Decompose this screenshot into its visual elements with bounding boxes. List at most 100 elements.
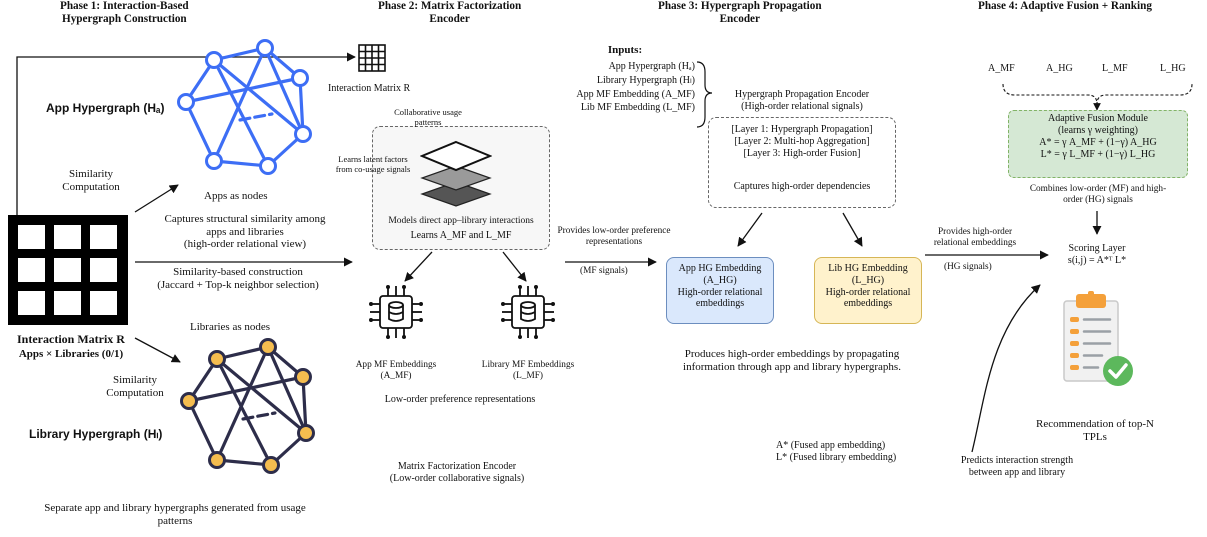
- inputs-list: App Hypergraph (Hₐ) Library Hypergraph (…: [555, 60, 695, 115]
- lib-mf-label: Library MF Embeddings (L_MF): [470, 360, 586, 381]
- produces-line-1: Produces high-order embeddings by propag…: [684, 348, 900, 360]
- arrow-to-lib-hypergraph: [134, 337, 181, 363]
- layers-list: [Layer 1: Hypergraph Propagation] [Layer…: [708, 124, 896, 161]
- separate-hypergraphs-label: Separate app and library hypergraphs gen…: [10, 502, 340, 527]
- fusion-eq-line: A* = γ A_MF + (1−γ) A_HG: [1039, 137, 1157, 148]
- separate-line-2: patterns: [157, 514, 193, 527]
- predicts-label: Predicts interaction strength between ap…: [942, 455, 1092, 478]
- collab-patterns-label: Collaborative usage patterns: [378, 107, 478, 128]
- phase-1-heading: Phase 1: Interaction-Based Hypergraph Co…: [60, 0, 189, 26]
- phase-3-heading: Phase 3: Hypergraph Propagation Encoder: [658, 0, 822, 26]
- layer-item: [Layer 2: Multi-hop Aggregation]: [734, 136, 870, 148]
- lib-hg-line: High-order relational: [825, 286, 911, 298]
- arrow-to-lib-hg: [842, 212, 863, 247]
- phase-3-line-2: Encoder: [719, 12, 760, 25]
- lib-mf-database-chip-icon: [501, 285, 555, 339]
- inputs-title: Inputs:: [607, 44, 643, 56]
- input-item: App Hypergraph (Hₐ): [608, 61, 695, 72]
- lib-hg-embedding-box: [814, 257, 922, 324]
- similarity-bottom-line-2: Computation: [106, 386, 164, 399]
- matrix-title: Interaction Matrix R: [17, 332, 125, 346]
- latent-line-1: Learns latent factors: [338, 154, 408, 164]
- scoring-layer-label: Scoring Layer s(i,j) = A*ᵀ L*: [1042, 243, 1152, 266]
- phase-1-line-1: Phase 1: Interaction-Based: [60, 0, 189, 12]
- arrow-to-app-hg: [737, 212, 763, 247]
- captures-line-3: (high-order relational view): [183, 238, 307, 251]
- predicts-line-1: Predicts interaction strength: [960, 455, 1074, 466]
- app-mf-label: App MF Embeddings (A_MF): [350, 360, 442, 381]
- hg-encoder-title: Hypergraph Propagation Encoder (High-ord…: [712, 89, 892, 112]
- similarity-construction-label: Similarity-based construction (Jaccard +…: [128, 266, 348, 291]
- app-hg-line: App HG Embedding: [678, 263, 762, 274]
- scoring-line-2: s(i,j) = A*ᵀ L*: [1067, 254, 1127, 266]
- arrow-to-lib-mf: [502, 251, 527, 282]
- layer-item: [Layer 3: High-order Fusion]: [743, 148, 861, 160]
- clipboard-check-icon: [1063, 291, 1133, 386]
- phase-4-heading: Phase 4: Adaptive Fusion + Ranking: [978, 0, 1152, 12]
- lib-hg-line: Lib HG Embedding: [828, 263, 908, 274]
- provides-high-line-2: relational embeddings: [933, 237, 1017, 248]
- lib-hg-line: embeddings: [843, 298, 893, 310]
- lib-mf-line-2: (L_MF): [513, 370, 543, 381]
- recommendation-line-2: TPLs: [1083, 430, 1107, 443]
- app-mf-line-2: (A_MF): [380, 370, 412, 381]
- provides-high-label: Provides high-order relational embedding…: [920, 227, 1030, 248]
- latent-line-2: from co-usage signals: [335, 163, 411, 174]
- recommendation-line-1: Recommendation of top-N: [1036, 418, 1154, 430]
- layer-item: [Layer 1: Hypergraph Propagation]: [731, 124, 873, 135]
- fusion-title-line: Adaptive Fusion Module: [1048, 113, 1148, 124]
- collab-line-1: Collaborative usage: [394, 107, 462, 117]
- interaction-matrix-grid-icon: [8, 215, 128, 325]
- combines-line-2: order (HG) signals: [1063, 194, 1133, 205]
- captures-structural-label: Captures structural similarity among app…: [130, 213, 360, 251]
- mf-caption-line-1: Matrix Factorization Encoder: [397, 461, 517, 472]
- input-item: App MF Embedding (A_MF): [576, 88, 695, 100]
- app-mf-database-chip-icon: [369, 285, 423, 339]
- app-hg-embedding-text: App HG Embedding (A_HG) High-order relat…: [666, 263, 774, 310]
- phase-2-heading: Phase 2: Matrix Factorization Encoder: [378, 0, 521, 26]
- scoring-line-1: Scoring Layer: [1068, 243, 1126, 254]
- hg-encoder-line-1: Hypergraph Propagation Encoder: [734, 89, 870, 100]
- hg-encoder-line-2: (High-order relational signals): [741, 100, 863, 112]
- input-item: Library Hypergraph (Hₗ): [596, 74, 695, 86]
- similarity-bottom-line-1: Similarity: [113, 374, 157, 386]
- provides-low-order-label: Provides low-order preference representa…: [552, 226, 676, 247]
- fused-label: A* (Fused app embedding) L* (Fused libra…: [776, 440, 896, 463]
- apps-as-nodes-label: Apps as nodes: [204, 190, 268, 202]
- fusion-inputs-brace: [1002, 83, 1193, 105]
- fused-line-1: A* (Fused app embedding): [776, 440, 886, 451]
- similarity-bottom-label: Similarity Computation: [96, 374, 174, 399]
- produces-label: Produces high-order embeddings by propag…: [648, 348, 936, 373]
- adaptive-fusion-text: Adaptive Fusion Module (learns γ weighti…: [1008, 113, 1188, 161]
- separate-line-1: Separate app and library hypergraphs gen…: [44, 502, 306, 514]
- inputs-block: Inputs:: [555, 44, 695, 57]
- combines-label: Combines low-order (MF) and high- order …: [1000, 184, 1196, 205]
- app-hg-embedding-box: [666, 257, 774, 324]
- hg-signals-label: (HG signals): [944, 262, 992, 272]
- captures-line-2: apps and libraries: [206, 225, 284, 238]
- adaptive-fusion-box: [1008, 110, 1188, 178]
- captures-high-order-label: Captures high-order dependencies: [733, 181, 871, 192]
- label-l-hg: L_HG: [1160, 63, 1186, 74]
- label-a-mf: A_MF: [988, 63, 1015, 74]
- phase-3-line-1: Phase 3: Hypergraph Propagation: [658, 0, 822, 12]
- similarity-top-line-1: Similarity: [69, 168, 113, 180]
- fused-line-2: L* (Fused library embedding): [776, 451, 897, 463]
- libraries-as-nodes-label: Libraries as nodes: [190, 321, 271, 333]
- learns-latent-label: Learns latent factors from co-usage sign…: [328, 154, 418, 175]
- library-hypergraph-label: Library Hypergraph (Hₗ): [29, 427, 163, 441]
- matrix-subtitle: Apps × Libraries (0/1): [18, 348, 124, 360]
- app-hypergraph-icon: [177, 39, 312, 175]
- mf-encoder-caption: Matrix Factorization Encoder (Low-order …: [352, 461, 562, 484]
- captures-line-1: Captures structural similarity among: [164, 213, 326, 225]
- recommendation-label: Recommendation of top-N TPLs: [1020, 418, 1170, 443]
- provides-high-line-1: Provides high-order: [937, 227, 1013, 237]
- arrow-to-app-mf: [404, 251, 433, 282]
- learns-amf-label: Learns A_MF and L_MF: [410, 230, 512, 241]
- low-order-label: Low-order preference representations: [384, 394, 536, 405]
- phase-2-line-2: Encoder: [429, 12, 470, 25]
- interaction-matrix-label: Interaction Matrix R: [328, 83, 411, 94]
- app-hg-line: (A_HG): [703, 274, 737, 286]
- mf-signals-label: (MF signals): [580, 266, 628, 276]
